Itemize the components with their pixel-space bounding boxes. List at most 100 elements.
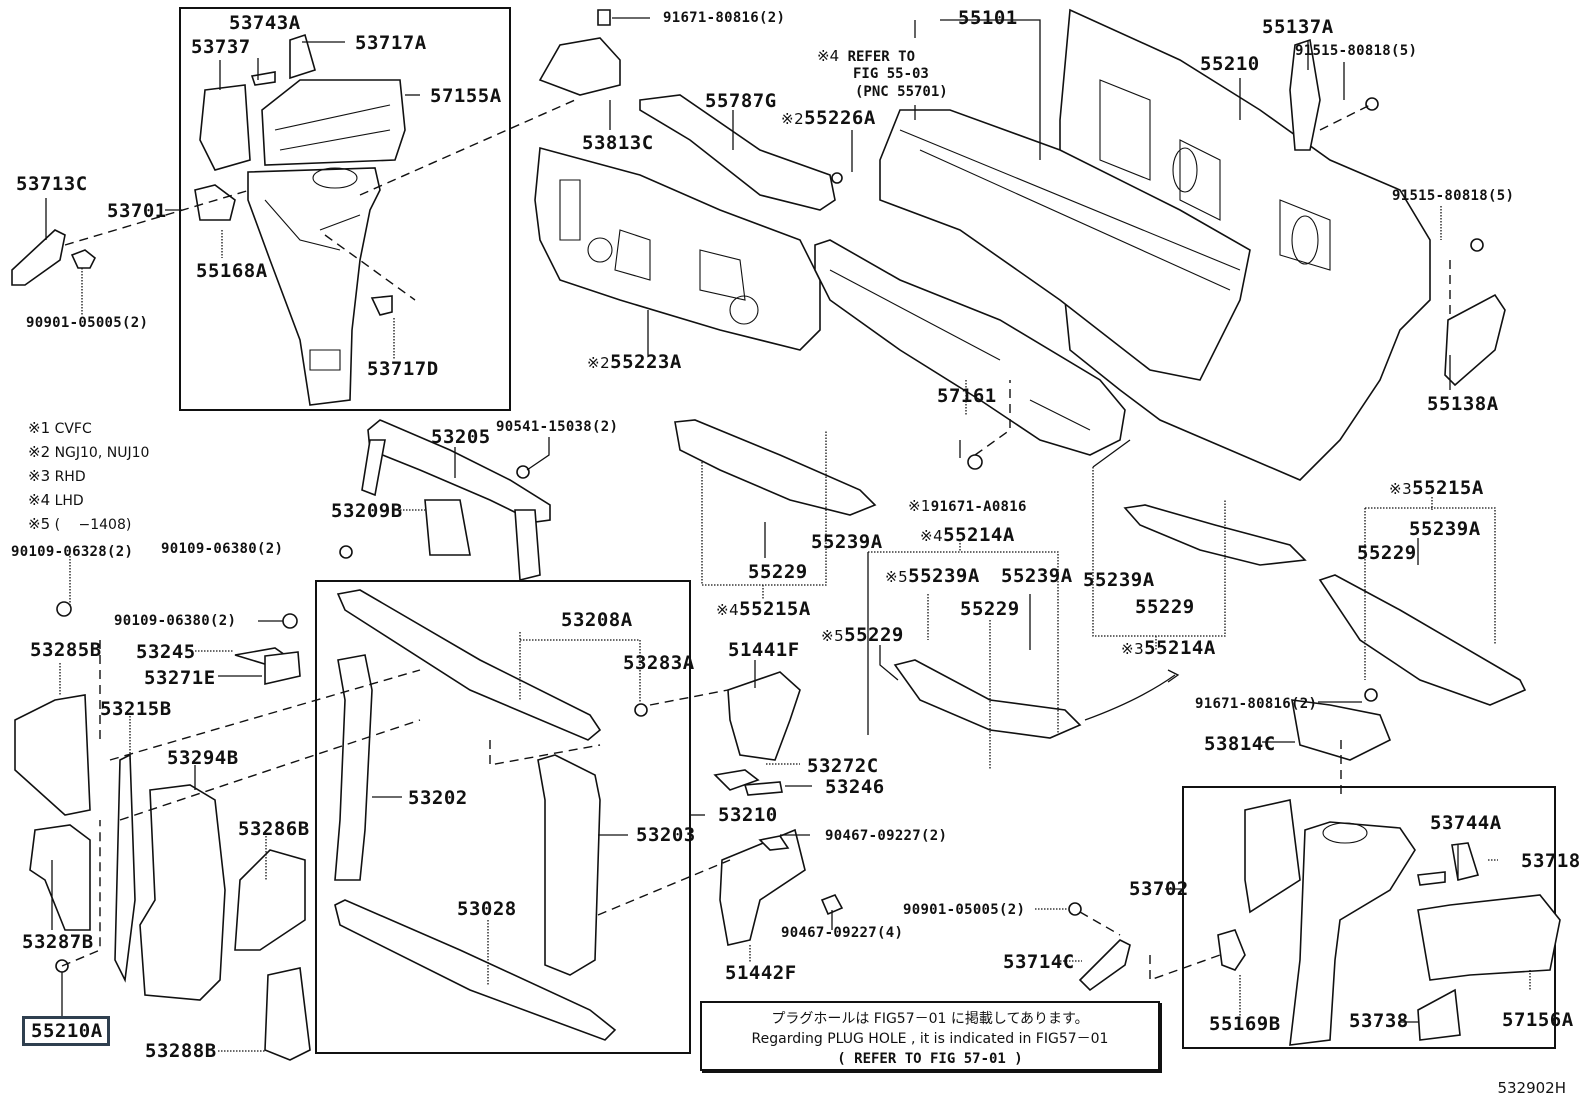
part-label-53288B[interactable]: 53288B: [145, 1040, 217, 1062]
part-label-55239A-mid2[interactable]: 55239A: [1001, 565, 1073, 587]
part-bolt-90109-b: [282, 613, 298, 629]
part-label-53028[interactable]: 53028: [457, 898, 517, 920]
part-53203-right-side: [537, 754, 601, 976]
part-label-53209B[interactable]: 53209B: [331, 500, 403, 522]
part-label-55138A[interactable]: 55138A: [1427, 393, 1499, 415]
part-bolt-91671-bot: [1364, 688, 1378, 702]
highlighted-part-frame: [22, 1016, 110, 1046]
part-label-55239A-left[interactable]: 55239A: [811, 531, 883, 553]
part-55214A-right-shield: [1123, 504, 1307, 566]
part-53202-left-side: [334, 654, 373, 881]
part-label-55169B[interactable]: 55169B: [1209, 1013, 1281, 1035]
part-label-55168A[interactable]: 55168A: [196, 260, 268, 282]
part-label-55223A[interactable]: ※255223A: [587, 351, 682, 373]
part-label-53814C[interactable]: 53814C: [1204, 733, 1276, 755]
part-label-90109-06380-a[interactable]: 90109-06380(2): [161, 541, 284, 557]
part-label-53713C[interactable]: 53713C: [16, 173, 88, 195]
group-box-radiator-support: [315, 580, 691, 1054]
part-label-53738[interactable]: 53738: [1349, 1010, 1409, 1032]
arrow-connector: [1084, 674, 1176, 721]
part-label-55229-right[interactable]: 55229: [1135, 596, 1195, 618]
part-label-53714C[interactable]: 53714C: [1003, 951, 1075, 973]
part-label-53245[interactable]: 53245: [136, 641, 196, 663]
part-label-90467-09227-2[interactable]: 90467-09227(2): [825, 828, 948, 844]
legend: ※1 CVFC ※2 NGJ10, NUJ10 ※3 RHD ※4 LHD ※5…: [28, 417, 149, 537]
part-label-53737[interactable]: 53737: [191, 36, 251, 58]
part-label-55215A-left[interactable]: ※455215A: [716, 598, 811, 620]
part-53288B: [264, 967, 311, 1061]
part-label-53744A[interactable]: 53744A: [1430, 812, 1502, 834]
part-label-53286B[interactable]: 53286B: [238, 818, 310, 840]
part-53246: [743, 781, 783, 796]
part-label-90109-06328[interactable]: 90109-06328(2): [11, 544, 134, 560]
part-label-53701[interactable]: 53701: [107, 200, 167, 222]
legend-item: ※3 RHD: [28, 467, 86, 485]
part-label-55101[interactable]: 55101: [958, 7, 1018, 29]
part-label-53813C[interactable]: 53813C: [582, 132, 654, 154]
part-label-55214A-left[interactable]: ※455214A: [920, 524, 1015, 546]
part-label-55210[interactable]: 55210: [1200, 53, 1260, 75]
part-label-51441F[interactable]: 51441F: [728, 639, 800, 661]
part-label-55229-far[interactable]: 55229: [1357, 542, 1417, 564]
part-label-53287B[interactable]: 53287B: [22, 931, 94, 953]
part-label-55239A-far[interactable]: 55239A: [1409, 518, 1481, 540]
part-label-53246[interactable]: 53246: [825, 776, 885, 798]
part-label-53203[interactable]: 53203: [636, 824, 696, 846]
part-label-90901-05005-bot[interactable]: 90901-05005(2): [903, 902, 1026, 918]
part-label-53210[interactable]: 53210: [718, 804, 778, 826]
part-label-57161[interactable]: 57161: [937, 385, 997, 407]
leader-lines: [45, 17, 1531, 1052]
part-label-53743A[interactable]: 53743A: [229, 12, 301, 34]
part-label-53202[interactable]: 53202: [408, 787, 468, 809]
part-label-55787G[interactable]: 55787G: [705, 90, 777, 112]
part-label-90901-05005-top[interactable]: 90901-05005(2): [26, 315, 149, 331]
part-label-55229-mid5[interactable]: ※555229: [821, 624, 904, 646]
part-label-51442F[interactable]: 51442F: [725, 962, 797, 984]
part-label-90541-15038[interactable]: 90541-15038(2): [496, 419, 619, 435]
part-bolt-90901-bot: [1068, 902, 1082, 916]
part-53738: [1417, 988, 1461, 1041]
part-label-57156A[interactable]: 57156A: [1502, 1009, 1574, 1031]
part-label-91515-80818-a[interactable]: 91515-80818(5): [1295, 43, 1418, 59]
part-label-91671-80816-bot[interactable]: 91671-80816(2): [1195, 696, 1318, 712]
part-label-91515-80818-b[interactable]: 91515-80818(5): [1392, 188, 1515, 204]
part-label-90109-06380-b[interactable]: 90109-06380(2): [114, 613, 237, 629]
part-bolt-90541: [516, 465, 530, 479]
part-label-55214A-right[interactable]: ※355214A: [1121, 637, 1216, 659]
part-label-90467-09227-4[interactable]: 90467-09227(4): [781, 925, 904, 941]
part-label-53702[interactable]: 53702: [1129, 878, 1189, 900]
part-label-53285B[interactable]: 53285B: [30, 639, 102, 661]
part-53813C: [538, 37, 621, 96]
part-label-57155A[interactable]: 57155A: [430, 85, 502, 107]
part-label-53208A[interactable]: 53208A: [561, 609, 633, 631]
part-label-55226A[interactable]: ※255226A: [781, 107, 876, 129]
plug-hole-note-refer[interactable]: ( REFER TO FIG 57-01 ): [837, 1051, 1023, 1067]
part-label-55210A[interactable]: 55210A: [31, 1020, 103, 1042]
part-label-53271E[interactable]: 53271E: [144, 667, 216, 689]
part-55223A-silencer: [534, 146, 821, 351]
part-label-91671-80816-top[interactable]: 91671-80816(2): [663, 10, 786, 26]
part-label-91671-A0816[interactable]: ※191671-A0816: [908, 497, 1027, 515]
part-label-55239A-right[interactable]: 55239A: [1083, 569, 1155, 591]
part-label-53205[interactable]: 53205: [431, 426, 491, 448]
part-label-55137A[interactable]: 55137A: [1262, 16, 1334, 38]
part-55137A: [1289, 38, 1321, 151]
part-bolt-90109-06328: [56, 601, 72, 617]
installation-lines: [61, 99, 1451, 981]
part-label-53283A[interactable]: 53283A: [623, 652, 695, 674]
part-label-55229-left[interactable]: 55229: [748, 561, 808, 583]
legend-item: ※5 ( −1408): [28, 515, 132, 533]
legend-item: ※1 CVFC: [28, 419, 92, 437]
part-label-53215B[interactable]: 53215B: [100, 698, 172, 720]
part-51442F: [719, 828, 806, 946]
part-label-53272C[interactable]: 53272C: [807, 755, 879, 777]
part-label-53718[interactable]: 53718: [1521, 850, 1581, 872]
part-label-53717D[interactable]: 53717D: [367, 358, 439, 380]
part-label-55229-mid[interactable]: 55229: [960, 598, 1020, 620]
part-label-55215A-right[interactable]: ※355215A: [1389, 477, 1484, 499]
part-label-55239A-mid1[interactable]: ※555239A: [885, 565, 980, 587]
part-label-53294B[interactable]: 53294B: [167, 747, 239, 769]
part-label-53717A[interactable]: 53717A: [355, 32, 427, 54]
